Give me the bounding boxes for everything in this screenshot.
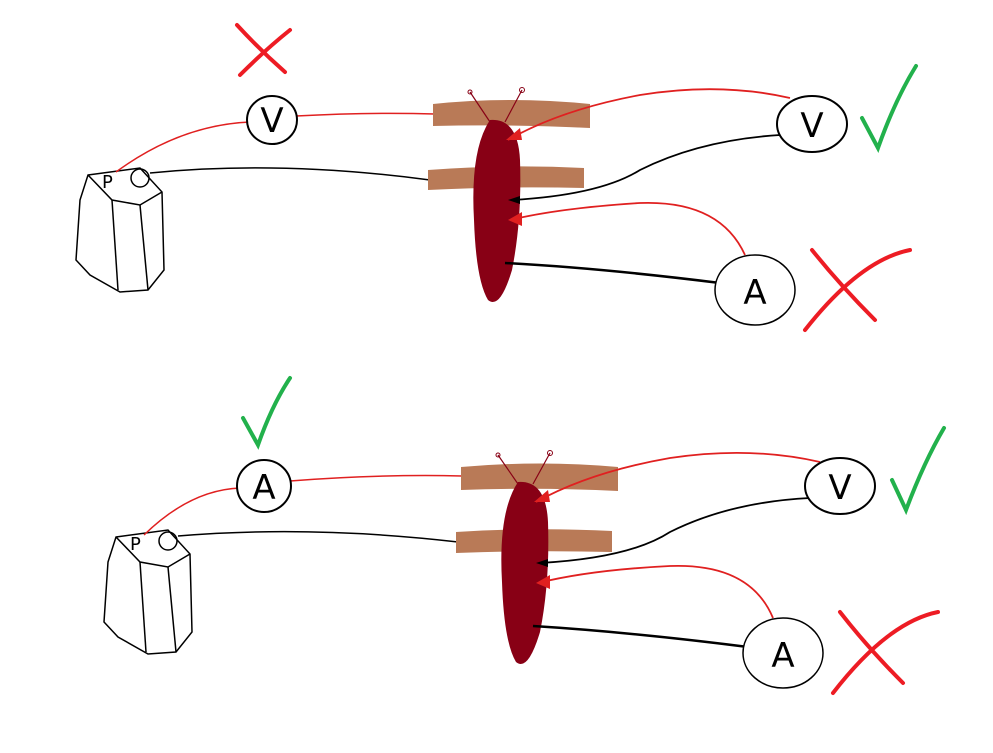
red-arrow bbox=[506, 128, 522, 140]
battery bbox=[75, 167, 165, 293]
red-arrow bbox=[534, 490, 550, 502]
antenna bbox=[469, 91, 491, 123]
setup-1: P V V A bbox=[75, 23, 918, 332]
battery-negative-terminal bbox=[130, 168, 150, 188]
ammeter-right bbox=[714, 254, 796, 326]
black-wire bbox=[539, 497, 811, 564]
battery-positive-terminal: P bbox=[130, 534, 141, 555]
setup-2: P A V A bbox=[103, 376, 946, 695]
battery bbox=[103, 529, 193, 655]
right-top-meter-label: V bbox=[800, 106, 823, 146]
red-wire bbox=[535, 451, 821, 503]
cross-icon bbox=[803, 248, 912, 332]
ammeter-right bbox=[742, 617, 824, 689]
black-arrow bbox=[508, 196, 520, 204]
cross-icon bbox=[831, 610, 940, 695]
voltmeter-series bbox=[246, 95, 298, 145]
antenna bbox=[497, 454, 519, 485]
red-wire bbox=[507, 88, 791, 141]
black-arrow bbox=[536, 559, 548, 567]
series-meter-label: V bbox=[260, 101, 283, 141]
right-top-meter-label: V bbox=[828, 468, 851, 508]
right-bottom-meter-label: A bbox=[743, 273, 766, 313]
black-wire bbox=[504, 261, 721, 285]
black-wire bbox=[177, 530, 459, 543]
red-wire bbox=[289, 474, 463, 482]
black-wire bbox=[511, 134, 781, 201]
electrode-top bbox=[461, 463, 618, 491]
voltmeter-right bbox=[804, 457, 876, 515]
battery-negative-terminal bbox=[158, 531, 178, 551]
check-icon bbox=[890, 426, 946, 516]
red-wire bbox=[509, 202, 746, 256]
check-icon bbox=[241, 376, 292, 450]
tissue-specimen bbox=[473, 119, 521, 302]
red-arrow bbox=[536, 575, 550, 589]
battery-positive-terminal: P bbox=[102, 172, 113, 193]
black-wire bbox=[149, 167, 431, 181]
check-icon bbox=[860, 64, 918, 153]
cross-icon bbox=[235, 23, 292, 77]
tissue-specimen bbox=[501, 481, 549, 664]
right-bottom-meter-label: A bbox=[771, 636, 794, 676]
black-wire bbox=[532, 624, 749, 649]
ammeter-series bbox=[236, 459, 292, 513]
electrode-top bbox=[433, 100, 590, 128]
red-arrow bbox=[508, 212, 522, 226]
red-wire bbox=[115, 121, 251, 173]
red-wire bbox=[537, 565, 774, 619]
red-wire bbox=[143, 487, 241, 536]
red-wire bbox=[295, 112, 436, 117]
voltmeter-right bbox=[776, 95, 848, 153]
antenna bbox=[532, 452, 551, 485]
series-meter-label: A bbox=[252, 468, 275, 508]
antenna bbox=[504, 89, 523, 123]
